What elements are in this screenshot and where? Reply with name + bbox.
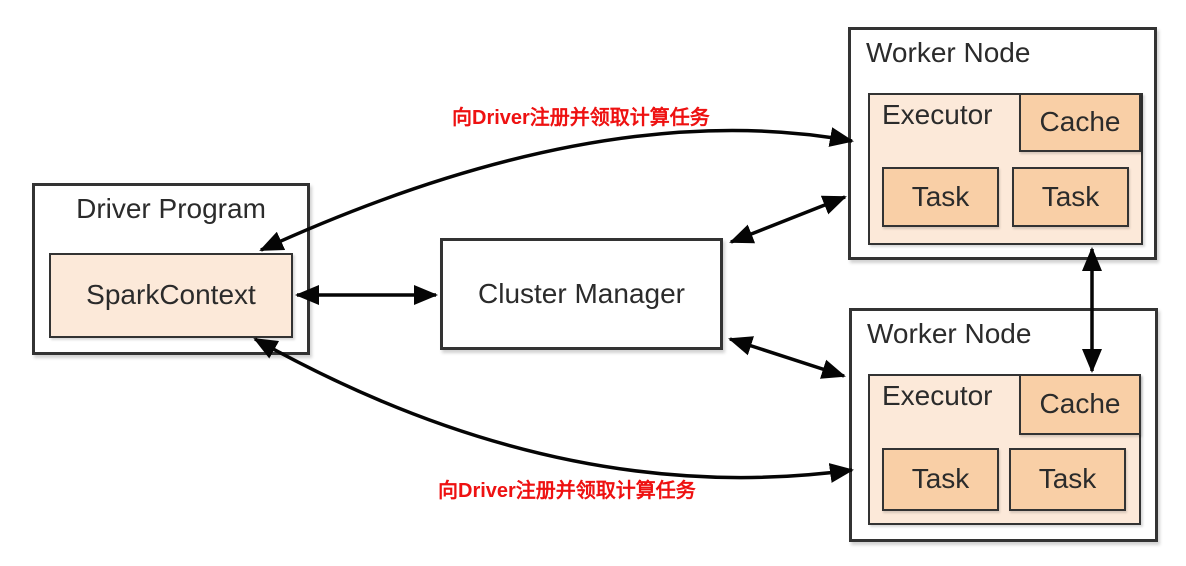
spark-context-label: SparkContext: [86, 279, 256, 311]
task-2b-label: Task: [1038, 463, 1097, 495]
task-1a-box: Task: [882, 167, 999, 227]
arrow-clustermanager-worker1: [729, 195, 847, 244]
cache-1-label: Cache: [1039, 106, 1121, 138]
task-2b-box: Task: [1009, 448, 1126, 511]
task-1b-label: Task: [1041, 180, 1100, 212]
executor-2-box: Executor Cache Task Task: [868, 374, 1141, 525]
register-annotation-bottom: 向Driver注册并领取计算任务: [438, 480, 696, 502]
arrow-register-worker1-driver: [259, 127, 854, 252]
cluster-manager-label: Cluster Manager: [478, 277, 685, 309]
worker-node-1-label: Worker Node: [866, 37, 1031, 68]
cache-2-label: Cache: [1039, 388, 1121, 420]
executor-1-label: Executor: [882, 99, 993, 130]
task-2a-label: Task: [911, 463, 970, 495]
task-2a-box: Task: [882, 448, 999, 511]
driver-program-box: Driver Program SparkContext: [32, 183, 310, 355]
task-1a-label: Task: [911, 180, 970, 212]
cluster-manager-box: Cluster Manager: [440, 238, 723, 350]
arrow-register-worker2-driver: [253, 337, 854, 483]
executor-2-label: Executor: [882, 380, 993, 411]
worker-node-2-label: Worker Node: [867, 318, 1032, 349]
worker-node-2-box: Worker Node Executor Cache Task Task: [849, 308, 1158, 542]
arrow-clustermanager-worker2: [728, 336, 846, 379]
driver-program-label: Driver Program: [76, 193, 266, 224]
register-annotation-top: 向Driver注册并领取计算任务: [452, 107, 710, 129]
worker-node-1-box: Worker Node Executor Cache Task Task: [848, 27, 1157, 260]
spark-context-box: SparkContext: [49, 253, 293, 338]
executor-1-box: Executor Cache Task Task: [868, 93, 1143, 245]
cache-2-box: Cache: [1019, 374, 1141, 435]
cache-1-box: Cache: [1019, 93, 1141, 152]
task-1b-box: Task: [1012, 167, 1129, 227]
